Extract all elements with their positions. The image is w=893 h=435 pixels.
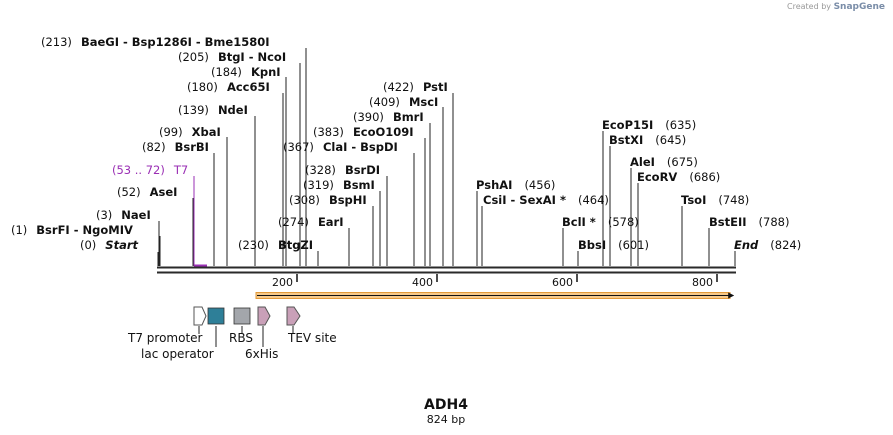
site-label: (328)BsrDI [305,163,380,177]
site-label: (0)Start [80,238,139,252]
6xhis-icon [257,306,271,326]
credit-prefix: Created by [787,2,832,11]
site-label: (99)XbaI [159,125,221,139]
rbs-icon [233,307,251,325]
snapgene-logo: SnapGene [833,2,885,12]
legend-label-rbs: RBS [229,331,253,345]
legend-label-t7-promoter: T7 promoter [127,331,203,345]
site-label: (230)BtgZI [238,238,313,252]
site-label-t7: (53 .. 72)T7 [112,163,188,177]
lac-operator-icon [207,307,225,325]
site-label: PshAI(456) [476,178,555,192]
legend-label-tev-site: TEV site [287,331,337,345]
site-label: BclI *(578) [562,215,639,229]
site-label: (180)Acc65I [187,80,270,94]
site-label: CsiI - SexAI *(464) [483,193,609,207]
axis-tick-label: 200 [272,276,293,289]
snapgene-credit: Created by SnapGene [787,2,885,12]
site-label: (52)AseI [117,185,177,199]
site-label: EcoRV(686) [637,170,720,184]
site-label: (367)ClaI - BspDI [283,140,398,154]
site-label: (319)BsmI [303,178,375,192]
site-label: (205)BtgI - NcoI [178,50,286,64]
site-label: BstEII(788) [709,215,789,229]
site-label: TsoI(748) [681,193,749,207]
site-label: AleI(675) [630,155,698,169]
site-label: (3)NaeI [96,208,151,222]
axis: 200 400 600 800 [272,274,718,289]
tev-site-icon [286,306,301,326]
site-label: (383)EcoO109I [313,125,414,139]
site-label: (422)PstI [383,80,448,94]
orf-arrow [255,292,735,299]
axis-tick-label: 400 [412,276,433,289]
legend-label-6xhis: 6xHis [245,347,278,361]
site-label: (274)EarI [278,215,344,229]
site-label: (390)BmrI [353,110,424,124]
site-label: (139)NdeI [178,103,248,117]
feature-legend: T7 promoter lac operator RBS 6xHis TEV s… [127,306,337,361]
site-label: EcoP15I(635) [602,118,696,132]
site-label: (213)BaeGI - Bsp1286I - Bme1580I [41,35,270,49]
site-labels: (0)Start (1)BsrFI - NgoMIV (3)NaeI (52)A… [11,35,801,252]
axis-tick-label: 800 [692,276,713,289]
sequence-length: 824 bp [427,413,465,426]
t7-promoter-icon [193,306,207,326]
site-label: (184)KpnI [211,65,281,79]
site-label: End(824) [734,238,801,252]
sequence-name: ADH4 [424,397,468,413]
legend-label-lac-operator: lac operator [141,347,214,361]
site-label: BbsI(601) [578,238,649,252]
site-lines [157,48,736,266]
site-label: (1)BsrFI - NgoMIV [11,223,133,237]
site-label: (308)BspHI [289,193,367,207]
site-label: (409)MscI [369,95,438,109]
axis-tick-label: 600 [552,276,573,289]
site-label: BstXI(645) [609,133,686,147]
site-label: (82)BsrBI [142,140,209,154]
